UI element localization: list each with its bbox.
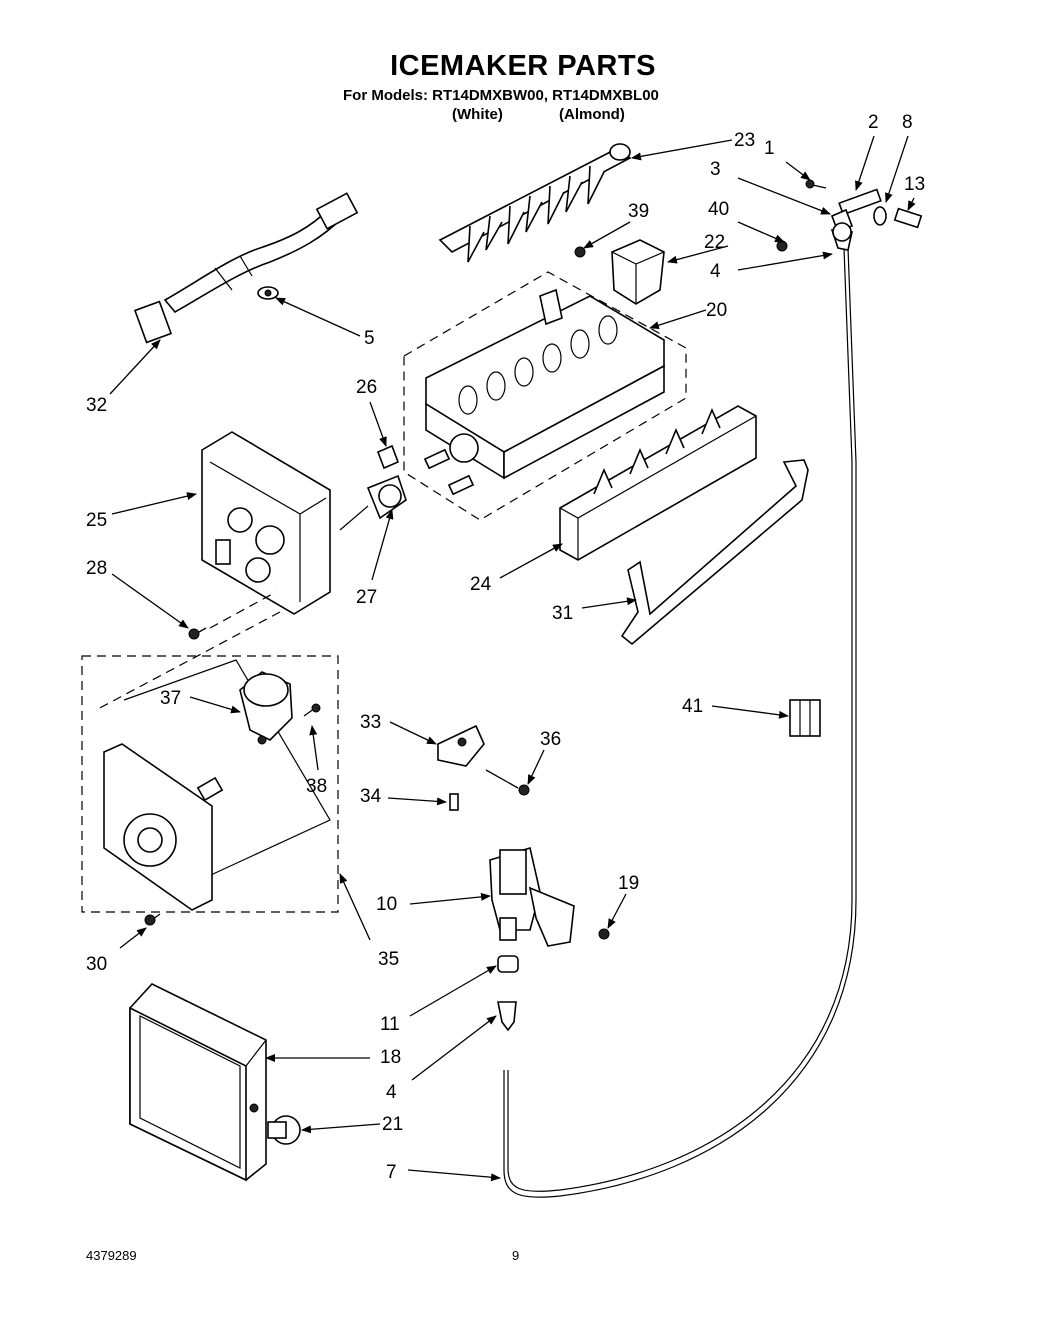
callout-37: 37 [160, 688, 181, 709]
callout-41: 41 [682, 696, 703, 717]
water-valve [489, 846, 575, 947]
callout-7: 7 [386, 1162, 397, 1183]
motor-assembly-outline [81, 655, 339, 913]
screw-36 [518, 784, 530, 796]
tube-clip [789, 699, 821, 737]
valve-bracket [437, 724, 485, 767]
callout-23: 23 [734, 130, 755, 151]
compression-nut [497, 955, 519, 973]
callout-1: 1 [764, 138, 775, 159]
wire-harness [133, 192, 359, 344]
variant-almond: (Almond) [559, 106, 625, 123]
callout-33: 33 [360, 712, 381, 733]
screw-28-axis [209, 591, 277, 629]
callout-32: 32 [86, 395, 107, 416]
thermostat-clip [376, 444, 400, 470]
callout-31: 31 [552, 603, 573, 624]
callout-26: 26 [356, 377, 377, 398]
motor-assembly-axis [95, 611, 281, 711]
washer [873, 206, 887, 226]
callout-21: 21 [382, 1114, 403, 1135]
variant-white: (White) [452, 106, 503, 123]
control-housing [201, 431, 331, 615]
fill-cup [611, 239, 665, 305]
tube-insert-lower [497, 1001, 517, 1032]
screw-19 [598, 928, 610, 940]
shutoff-arm [620, 459, 809, 646]
water-tube [503, 247, 857, 1198]
model-numbers: For Models: RT14DMXBW00, RT14DMXBL00 [343, 87, 659, 104]
callout-24: 24 [470, 574, 492, 595]
callout-5: 5 [364, 328, 375, 349]
ice-bin [129, 983, 267, 1182]
screw-1 [805, 179, 827, 189]
motor-assembly-plane [123, 659, 331, 881]
screw-30 [144, 913, 161, 926]
callout-4-top: 4 [710, 261, 721, 282]
motor-screw [303, 703, 321, 717]
page-number: 9 [512, 1248, 520, 1263]
bracket-screw-dash [485, 769, 519, 789]
document-number: 4379289 [86, 1248, 137, 1263]
callout-28: 28 [86, 558, 107, 579]
screw-39 [574, 246, 586, 258]
callout-11: 11 [380, 1014, 400, 1035]
bin-knob [267, 1115, 301, 1145]
callout-19: 19 [618, 873, 639, 894]
gear-plate [103, 743, 224, 911]
callout-39: 39 [628, 201, 649, 222]
wire-clamp [257, 286, 279, 300]
leader-lines [109, 135, 916, 1182]
callout-27: 27 [356, 587, 377, 608]
callout-38: 38 [306, 776, 327, 797]
callout-35: 35 [378, 949, 399, 970]
callout-30: 30 [86, 954, 107, 975]
callout-36: 36 [540, 729, 561, 750]
callout-22: 22 [704, 232, 725, 253]
screw-34 [449, 793, 459, 811]
fill-tube [838, 188, 882, 216]
motor [239, 671, 293, 745]
callout-40: 40 [708, 199, 729, 220]
callout-20: 20 [706, 300, 727, 321]
callout-18: 18 [380, 1047, 401, 1068]
callout-34: 34 [360, 786, 382, 807]
screw-28 [188, 627, 207, 640]
callout-25: 25 [86, 510, 107, 531]
tube-insert-upper [830, 222, 853, 251]
mold-assembly-outline [403, 271, 687, 521]
screw-40 [776, 240, 788, 252]
callout-13: 13 [904, 174, 925, 195]
water-tube-inner [507, 247, 853, 1192]
callout-3: 3 [710, 159, 721, 180]
callout-labels: 23 1 2 8 3 13 39 40 22 4 20 5 26 32 25 2… [86, 112, 925, 1183]
callout-2: 2 [868, 112, 879, 133]
callout-4-bottom: 4 [386, 1082, 397, 1103]
callout-10: 10 [376, 894, 397, 915]
page-title: ICEMAKER PARTS [390, 50, 656, 82]
ejector-blade [438, 143, 632, 263]
thermostat [339, 474, 407, 531]
ice-mold [423, 288, 665, 496]
fitting [893, 207, 923, 229]
callout-8: 8 [902, 112, 913, 133]
